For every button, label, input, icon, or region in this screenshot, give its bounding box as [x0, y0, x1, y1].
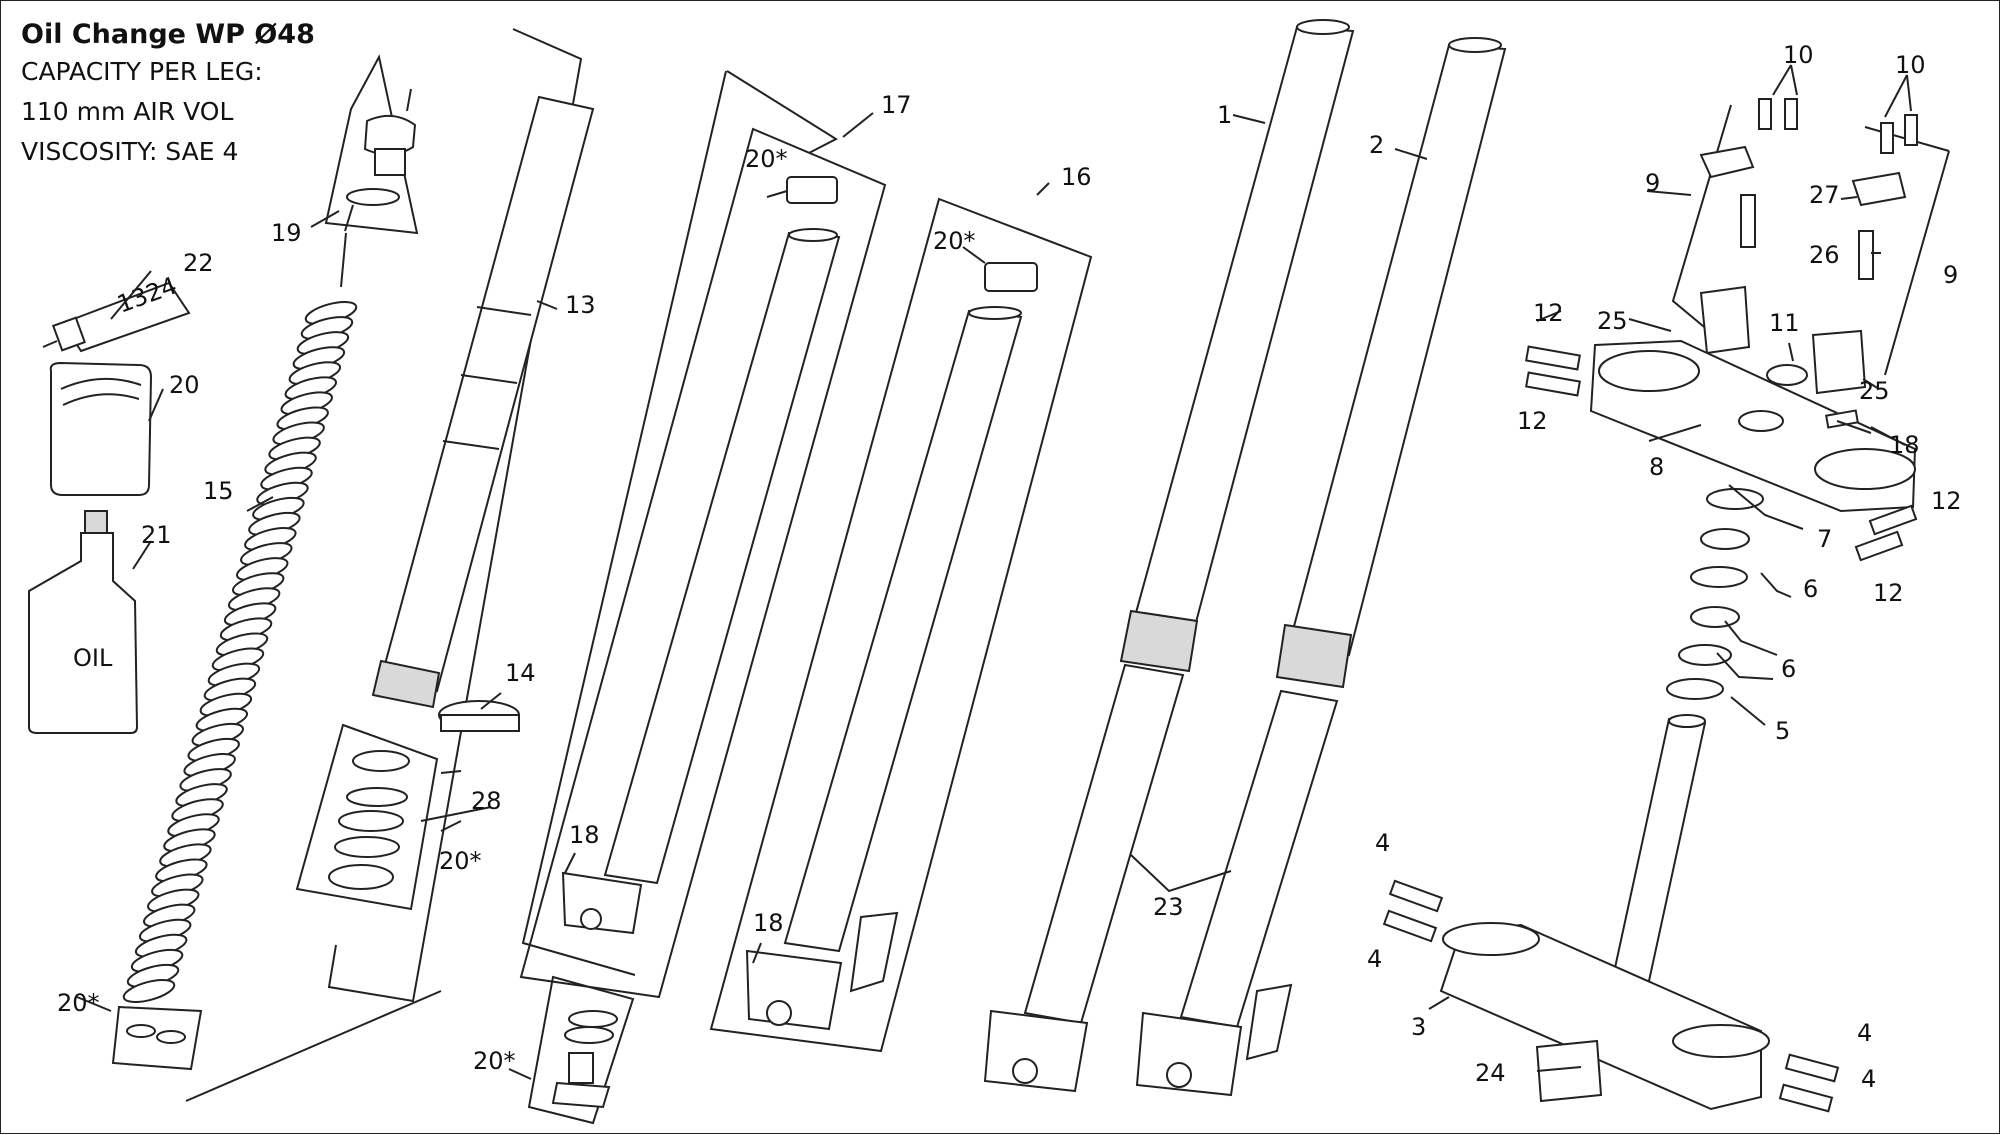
- inner-tube-group-17: [519, 70, 887, 999]
- callout-3: 3: [1411, 1013, 1426, 1041]
- callout-11: 11: [1769, 309, 1800, 337]
- callout-4c: 4: [1857, 1019, 1872, 1047]
- callout-18a: 18: [569, 821, 600, 849]
- damper-box: [527, 975, 635, 1125]
- cap-ring-14: [438, 700, 520, 732]
- callout-26: 26: [1809, 241, 1840, 269]
- callout-20-star-c: 20*: [439, 847, 482, 875]
- callout-5: 5: [1775, 717, 1790, 745]
- callout-16: 16: [1061, 163, 1092, 191]
- inner-tube-group-16: [709, 197, 1093, 1053]
- callout-9a: 9: [1645, 169, 1660, 197]
- callout-27: 27: [1809, 181, 1840, 209]
- callout-24: 24: [1475, 1059, 1506, 1087]
- callout-18b: 18: [753, 909, 784, 937]
- callout-labels: 1 2 3 4 4 4 4 5 6 6 7 8 9 9 10 10 11 12 …: [57, 41, 1962, 1093]
- bearing-stack: [1666, 488, 1764, 700]
- callout-12c: 12: [1931, 487, 1962, 515]
- cartridge-tube: [371, 95, 595, 709]
- callout-12d: 12: [1873, 579, 1904, 607]
- callout-7: 7: [1817, 525, 1832, 553]
- callout-6a: 6: [1803, 575, 1818, 603]
- callout-4b: 4: [1367, 945, 1382, 973]
- seal-kit-bag: [49, 361, 153, 496]
- seal-rings-box: [295, 723, 439, 911]
- callout-25a: 25: [1597, 307, 1628, 335]
- callout-10b: 10: [1895, 51, 1926, 79]
- callout-6b: 6: [1781, 655, 1796, 683]
- callout-20: 20: [169, 371, 200, 399]
- callout-15: 15: [203, 477, 234, 505]
- callout-10a: 10: [1783, 41, 1814, 69]
- callout-2: 2: [1369, 131, 1384, 159]
- fork-leg-2: [1135, 37, 1507, 1097]
- top-triple-clamp: [1525, 339, 1918, 562]
- callout-18c: 18: [1889, 431, 1920, 459]
- callout-25b: 25: [1859, 377, 1890, 405]
- callout-4a: 4: [1375, 829, 1390, 857]
- callout-23: 23: [1153, 893, 1184, 921]
- callout-21: 21: [141, 521, 172, 549]
- callout-17: 17: [881, 91, 912, 119]
- capacity-label: CAPACITY PER LEG:: [21, 57, 263, 86]
- clamp-bracket-right: [1864, 126, 1950, 376]
- callout-12b: 12: [1517, 407, 1548, 435]
- callout-20-star-a: 20*: [745, 145, 788, 173]
- fork-leg-1: [983, 19, 1355, 1093]
- callout-14: 14: [505, 659, 536, 687]
- callout-20-star-d: 20*: [57, 989, 100, 1017]
- callout-9b: 9: [1943, 261, 1958, 289]
- callout-20-star-e: 20*: [473, 1047, 516, 1075]
- air-volume-label: 110 mm AIR VOL: [21, 97, 234, 126]
- callout-8: 8: [1649, 453, 1664, 481]
- bottom-triple-clamp: [1382, 714, 1840, 1113]
- grease-tube: 1324: [42, 271, 191, 353]
- callout-19: 19: [271, 219, 302, 247]
- callout-13: 13: [565, 291, 596, 319]
- callout-22: 22: [183, 249, 214, 277]
- oil-label: OIL: [73, 644, 113, 672]
- callout-1: 1: [1217, 101, 1232, 129]
- callout-12a: 12: [1533, 299, 1564, 327]
- cap-box: [324, 54, 419, 235]
- oil-bottle: OIL: [28, 510, 139, 734]
- cartridge-frame: [185, 28, 583, 1102]
- spring-box: [111, 1005, 203, 1071]
- callout-4d: 4: [1861, 1065, 1876, 1093]
- leader-lines: [76, 64, 1912, 1080]
- callout-28: 28: [471, 787, 502, 815]
- diagram-title: Oil Change WP Ø48: [21, 19, 315, 50]
- viscosity-label: VISCOSITY: SAE 4: [21, 137, 239, 166]
- upper-clamp-parts: [1699, 98, 1918, 395]
- callout-20-star-b: 20*: [933, 227, 976, 255]
- spring-coil: [122, 979, 176, 1003]
